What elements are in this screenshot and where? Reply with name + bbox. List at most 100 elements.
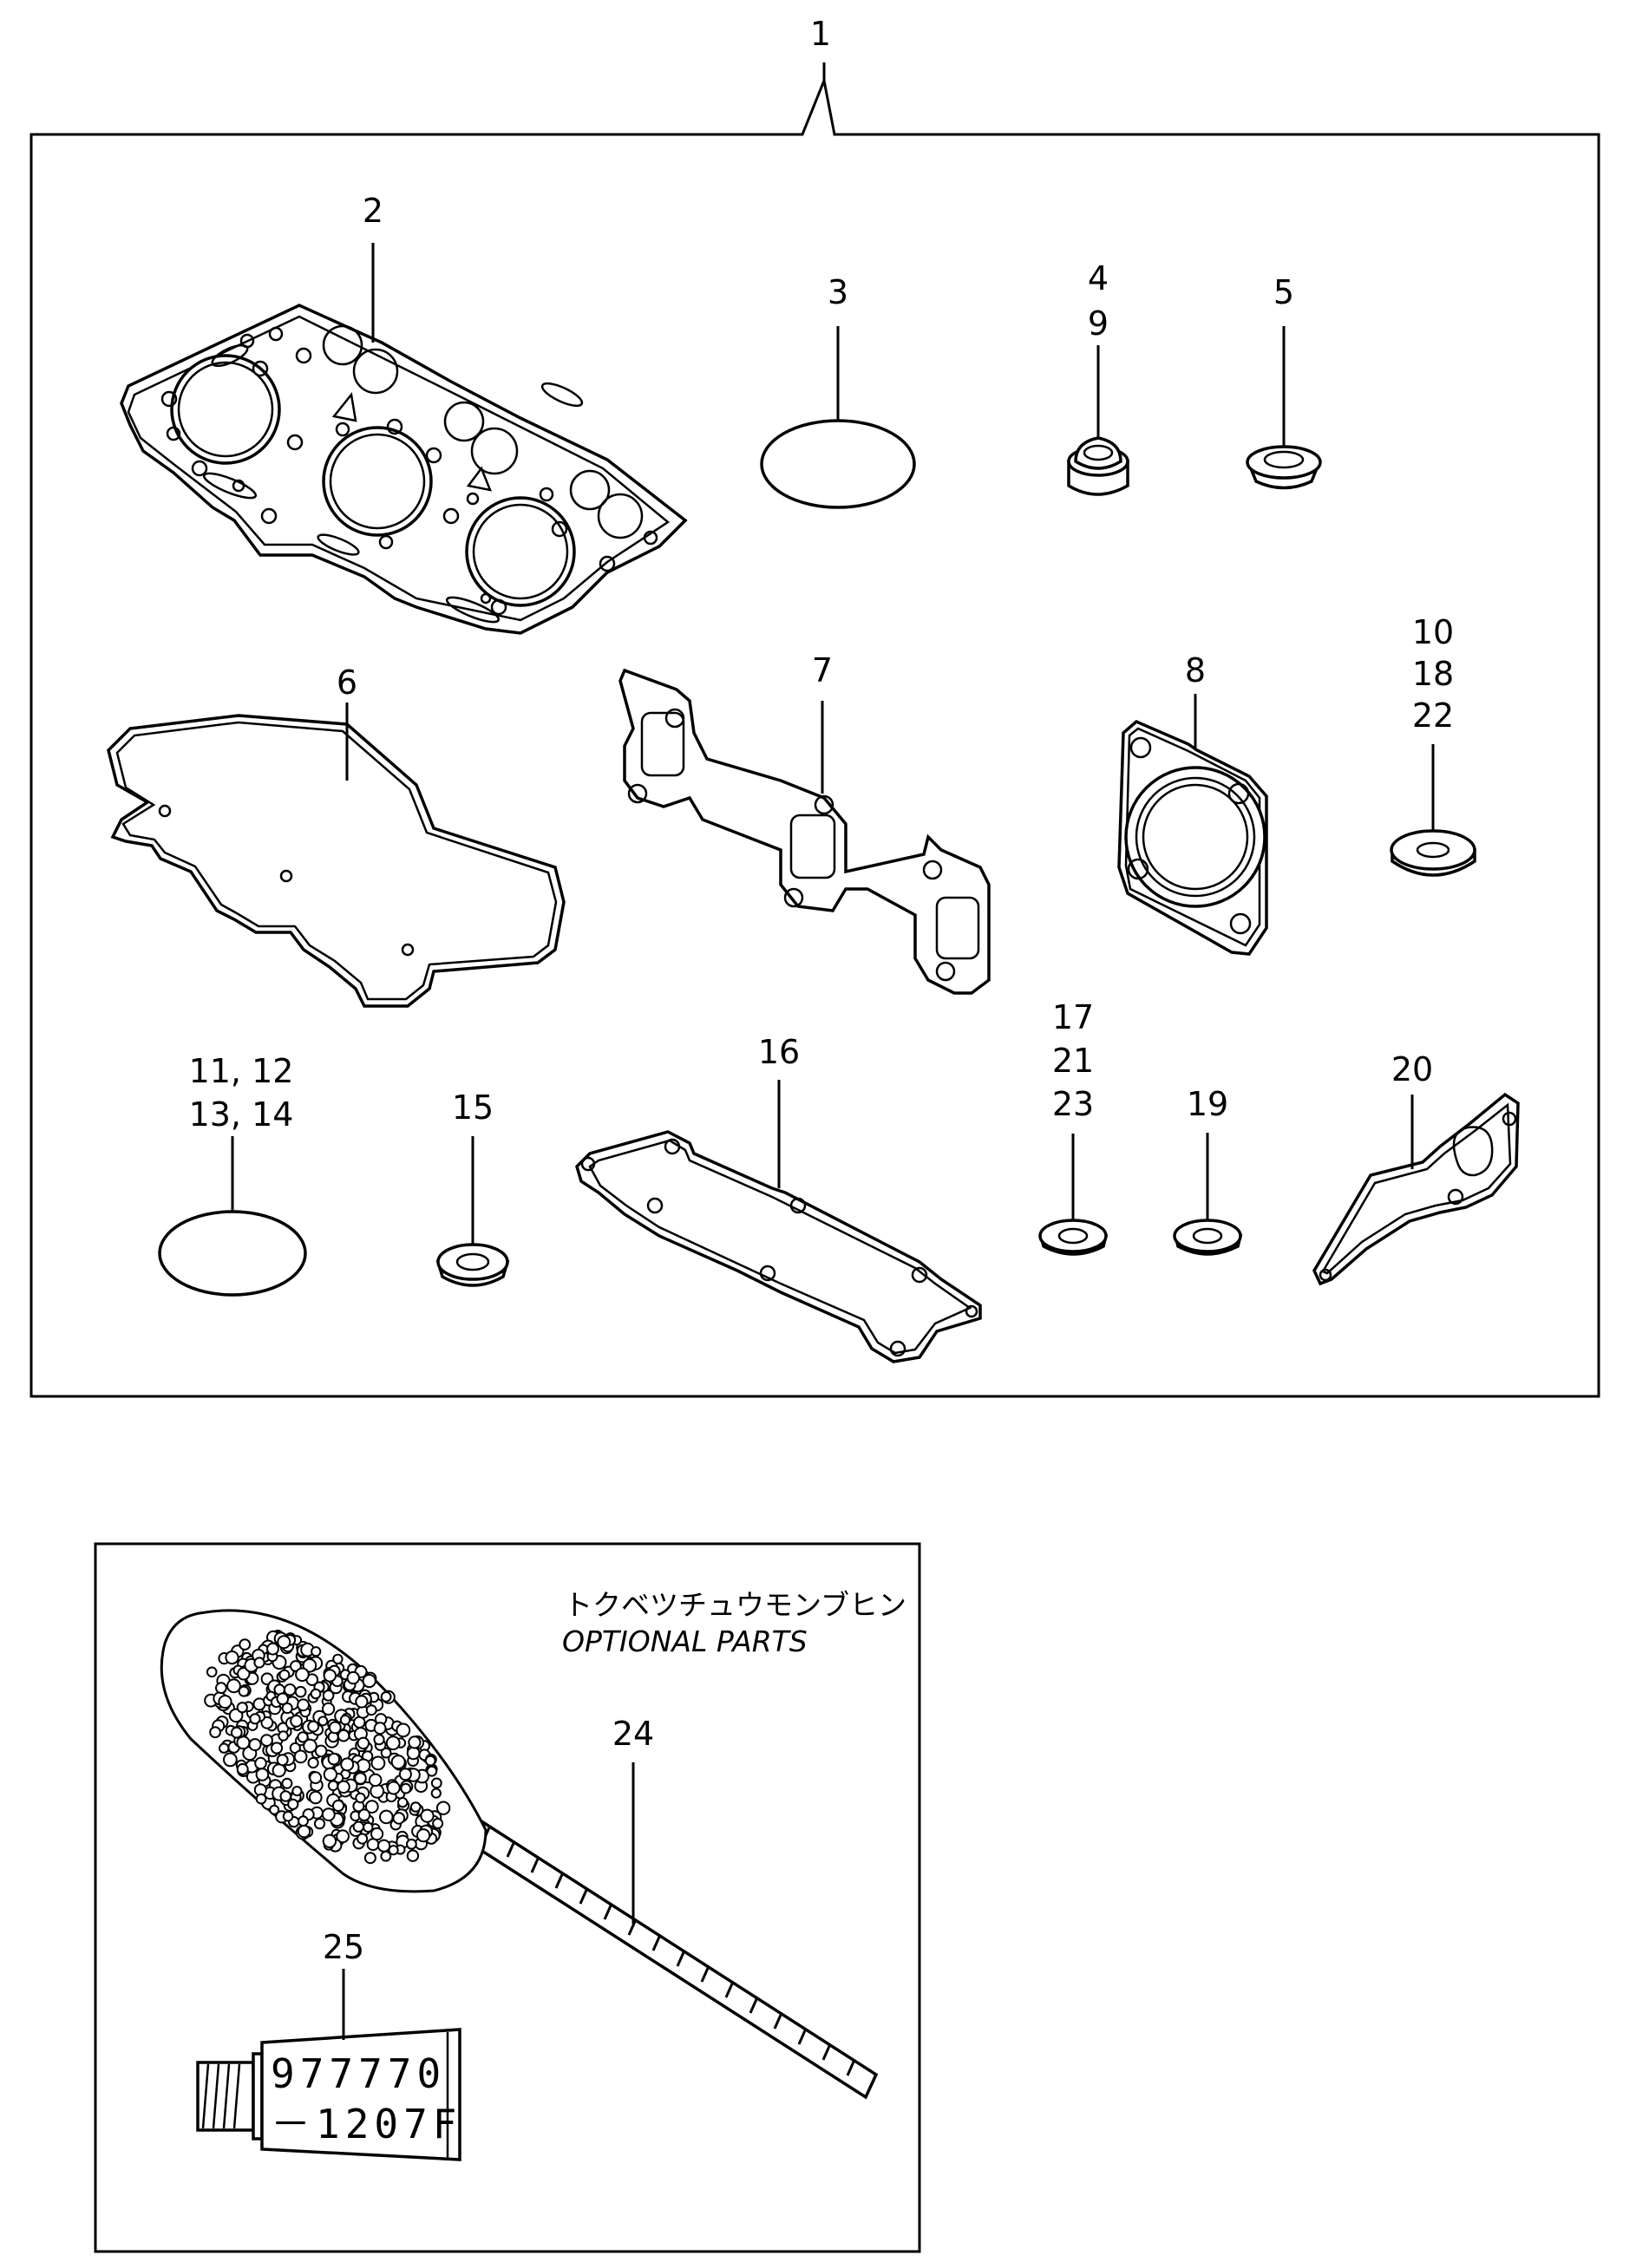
bristle: [397, 1797, 409, 1808]
bristle: [277, 1635, 291, 1650]
bristle: [323, 1767, 338, 1782]
bristle: [278, 1669, 291, 1681]
bristle: [332, 1653, 344, 1665]
bristle: [218, 1695, 232, 1709]
label-9: 9: [1088, 304, 1109, 343]
bristle: [311, 1646, 322, 1657]
optional-title-en: OPTIONAL PARTS: [562, 1624, 808, 1658]
bristle: [237, 1667, 251, 1681]
bristle: [307, 1756, 319, 1769]
bristle: [363, 1821, 374, 1833]
intake-manifold-gasket: [575, 1130, 982, 1363]
handle-twist-lines: [481, 1825, 856, 2076]
label-21: 21: [1052, 1042, 1094, 1080]
label-8: 8: [1185, 651, 1206, 690]
optional-title-jp: トクベツチュウモンブヒン: [564, 1588, 906, 1622]
bristle: [317, 1716, 329, 1727]
label-7: 7: [812, 651, 833, 690]
bristle: [236, 1702, 248, 1714]
bristle: [365, 1704, 377, 1716]
bristle: [406, 1849, 420, 1862]
label-2: 2: [363, 192, 383, 230]
label-13-14: 13, 14: [189, 1095, 294, 1134]
bristle: [255, 1793, 267, 1805]
bristle: [309, 1790, 323, 1805]
bristle: [426, 1765, 438, 1777]
label-24: 24: [612, 1715, 654, 1753]
bristle: [297, 1698, 311, 1712]
bristle: [392, 1812, 406, 1825]
bristle: [390, 1755, 406, 1770]
bristle: [291, 1786, 303, 1797]
seal-15: [435, 1243, 510, 1287]
bristle: [284, 1683, 297, 1696]
tube-part-number-line2: －1207F: [271, 2101, 461, 2147]
label-18: 18: [1412, 655, 1454, 693]
bristle: [260, 1716, 274, 1729]
label-15: 15: [452, 1088, 494, 1127]
bristle: [321, 1807, 336, 1822]
bristle: [336, 1829, 350, 1844]
label-19: 19: [1187, 1085, 1228, 1123]
bristle: [206, 1666, 218, 1678]
bristle: [430, 1788, 442, 1799]
bristle: [253, 1657, 265, 1669]
bristle: [302, 1658, 317, 1673]
bristle: [225, 1650, 239, 1665]
bristle: [408, 1735, 422, 1749]
bristle: [303, 1738, 317, 1754]
bristle: [282, 1810, 294, 1822]
bristle: [219, 1742, 230, 1754]
bristle: [266, 1642, 279, 1656]
bristle: [388, 1845, 399, 1856]
bristle: [209, 1726, 222, 1739]
grommet-5: [1246, 445, 1322, 490]
bristle: [223, 1752, 238, 1768]
bristle: [309, 1771, 323, 1785]
bristle: [239, 1638, 252, 1650]
bristle: [226, 1678, 241, 1694]
bristle: [364, 1800, 379, 1814]
bristle: [313, 1818, 326, 1830]
label-6: 6: [337, 663, 357, 702]
bristle: [357, 1808, 371, 1821]
bristle: [354, 1772, 367, 1785]
bristle: [377, 1839, 391, 1853]
bristle: [352, 1820, 364, 1833]
bristle: [373, 1722, 387, 1735]
label-5: 5: [1273, 273, 1294, 311]
washer-19: [1173, 1219, 1243, 1256]
bristle: [236, 1762, 249, 1775]
bristle: [357, 1736, 370, 1750]
bristle: [368, 1773, 383, 1788]
bristle: [230, 1726, 243, 1739]
head-cover-gasket: [107, 714, 566, 1008]
bristle: [322, 1833, 337, 1849]
bristle: [396, 1722, 411, 1738]
bristle: [380, 1691, 392, 1703]
label-16: 16: [758, 1033, 800, 1071]
bristle: [379, 1809, 394, 1825]
label-3: 3: [828, 273, 848, 311]
bristle: [406, 1838, 417, 1850]
bristle: [380, 1747, 392, 1759]
bristle: [293, 1749, 308, 1764]
bristle: [385, 1735, 401, 1751]
bristle: [294, 1685, 307, 1698]
label-10: 10: [1412, 613, 1454, 651]
bristle: [297, 1731, 309, 1743]
bristle: [327, 1752, 341, 1766]
label-23: 23: [1052, 1085, 1094, 1123]
bristle: [406, 1746, 421, 1761]
bristle: [255, 1768, 270, 1781]
bristle: [331, 1799, 345, 1813]
cleaning-brush: [160, 1609, 879, 2100]
bristle: [260, 1734, 273, 1747]
bristle: [287, 1798, 299, 1810]
bristle: [339, 1714, 351, 1726]
bristle: [310, 1688, 322, 1700]
bristle: [281, 1777, 293, 1789]
bristle: [409, 1801, 422, 1813]
bristle: [254, 1756, 267, 1770]
